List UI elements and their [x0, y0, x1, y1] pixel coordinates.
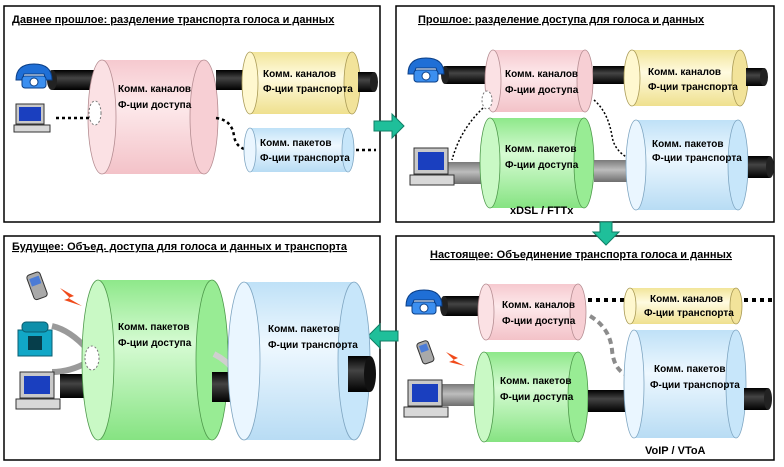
tr-transport-packet-label-1: Комм. пакетов [652, 139, 724, 150]
tl-transport-packet-label-2: Ф-ции транспорта [260, 153, 350, 164]
tr-access-circuit-label-2: Ф-ции доступа [505, 85, 579, 96]
bl-access-packet-label-2: Ф-ции доступа [118, 338, 192, 349]
br-tech-label: VoIP / VToA [645, 445, 706, 457]
arrow-left-icon [367, 322, 399, 350]
telephone-icon [15, 63, 53, 89]
panel-top-left-title: Давнее прошлое: разделение транспорта го… [12, 14, 335, 26]
br-access-packet-label-1: Комм. пакетов [500, 376, 572, 387]
panel-bottom-right: Комм. каналов Ф-ции доступа Комм. канало… [403, 283, 772, 457]
br-transport-packet-label-2: Ф-ции транспорта [650, 380, 740, 391]
br-transport-packet-label-1: Комм. пакетов [654, 364, 726, 375]
panel-bottom-right-title: Настоящее: Объединение транспорта голоса… [430, 249, 733, 261]
tl-transport-circuit-label-1: Комм. каналов [263, 69, 336, 80]
tr-tech-label: xDSL / FTTx [510, 205, 574, 217]
br-access-circuit-label-2: Ф-ции доступа [502, 316, 576, 327]
mobile-phone-icon [416, 340, 435, 365]
bl-transport-packet-label-2: Ф-ции транспорта [268, 340, 358, 351]
voice-pipe [52, 70, 102, 90]
arrow-right-icon [373, 112, 405, 140]
bl-access-packet-label-1: Комм. пакетов [118, 322, 190, 333]
panel-top-left: Комм. каналов Ф-ции доступа Комм. канало… [13, 51, 378, 175]
br-access-circuit-label-1: Комм. каналов [502, 300, 575, 311]
ip-phone-icon [17, 321, 53, 357]
tr-transport-circuit-label-1: Комм. каналов [648, 67, 721, 78]
panel-top-right: Комм. каналов Ф-ции доступа Комм. канало… [407, 49, 774, 217]
tr-access-packet-label-2: Ф-ции доступа [505, 160, 579, 171]
tr-access-packet-label-1: Комм. пакетов [505, 144, 577, 155]
computer-icon [13, 103, 51, 133]
tl-access-circuit-label-1: Комм. каналов [118, 84, 191, 95]
tr-transport-circuit-label-2: Ф-ции транспорта [648, 82, 738, 93]
br-transport-circuit-label-1: Комм. каналов [650, 294, 723, 305]
panel-top-right-title: Прошлое: разделение доступа для голоса и… [418, 14, 705, 26]
arrow-down-icon [591, 221, 621, 246]
br-access-packet-label-2: Ф-ции доступа [500, 392, 574, 403]
lightning-icon [60, 288, 82, 306]
computer-icon [15, 371, 61, 410]
mobile-phone-icon [26, 271, 48, 301]
panel-bottom-left: Комм. пакетов Ф-ции доступа Комм. пакето… [15, 271, 376, 441]
computer-icon [403, 379, 449, 418]
computer-icon [409, 147, 455, 186]
br-transport-circuit-label-2: Ф-ции транспорта [644, 308, 734, 319]
tl-transport-packet-label-1: Комм. пакетов [260, 138, 332, 149]
tl-access-circuit-label-2: Ф-ции доступа [118, 100, 192, 111]
telephone-icon [407, 57, 445, 83]
tr-access-circuit-label-1: Комм. каналов [505, 69, 578, 80]
tr-transport-packet-label-2: Ф-ции транспорта [652, 153, 742, 164]
bl-transport-packet-label-1: Комм. пакетов [268, 324, 340, 335]
telephone-icon [405, 289, 443, 315]
tl-transport-circuit-label-2: Ф-ции транспорта [263, 84, 353, 95]
panel-bottom-left-title: Будущее: Объед. доступа для голоса и дан… [12, 241, 348, 253]
lightning-icon [446, 352, 465, 366]
